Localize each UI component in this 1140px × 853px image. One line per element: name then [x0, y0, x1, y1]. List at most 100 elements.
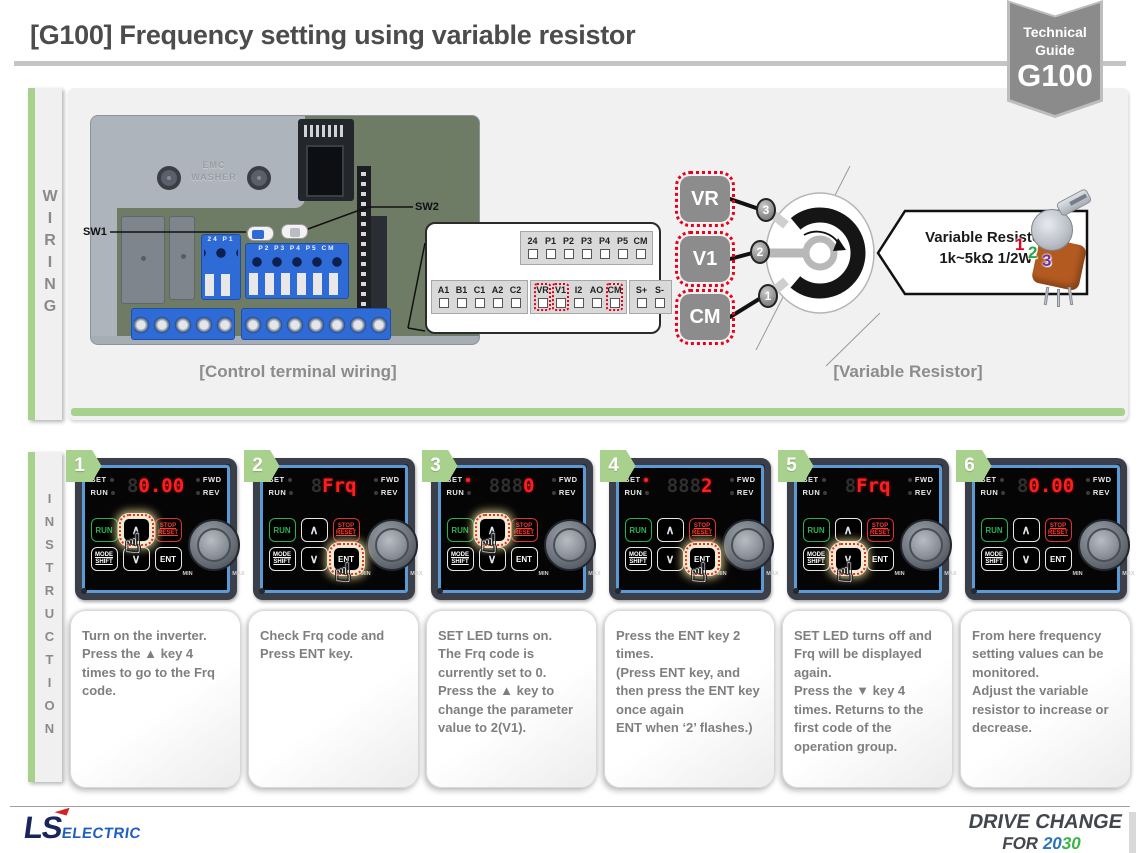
down-key: ∨	[656, 547, 684, 571]
terminal-block-p2-cm: P2 P3 P4 P5 CM	[245, 243, 349, 299]
terminal-v1: V1	[552, 283, 569, 311]
terminal-s-: S-	[651, 283, 668, 311]
set-led	[465, 477, 470, 482]
slogan-line1: DRIVE CHANGE	[966, 811, 1124, 833]
caption-variable-resistor: [Variable Resistor]	[833, 362, 983, 381]
stop-key-line1: STOP	[515, 522, 533, 529]
knob-cap	[908, 528, 943, 562]
sw1-slider	[252, 230, 264, 239]
keypad-display-area: SET RUN 8882 FWD	[619, 468, 761, 497]
terminal-s+: S+	[633, 283, 650, 311]
terminal-label: A1	[437, 285, 450, 295]
board-frame	[91, 116, 117, 344]
instruction-step: 3 SET RUN 8880	[421, 450, 601, 788]
rev-label: REV	[558, 488, 576, 497]
terminal-group-2: S+S-	[629, 280, 672, 314]
rev-label: REV	[914, 488, 932, 497]
knob-min-label: MIN	[360, 571, 371, 577]
terminal-label: V1	[554, 285, 566, 295]
rev-label: REV	[736, 488, 754, 497]
seven-segment-display: 80.00	[1005, 475, 1086, 497]
terminal-square	[563, 248, 574, 259]
keypad-display-area: SET RUN 80.00 FWD	[975, 468, 1117, 497]
stop-key-line2: RESET	[157, 530, 178, 536]
knob-min-label: MIN	[538, 571, 549, 577]
fwd-label: FWD	[558, 475, 578, 484]
keypad-panel: 1 SET RUN 80.00	[65, 450, 245, 600]
rj45-connector	[298, 119, 354, 201]
control-board-photo: EMC WASHER 24 P1 P2 P3 P4 P5 CM	[90, 115, 480, 345]
status-leds: SET RUN	[91, 475, 116, 497]
keypad-face: SET RUN 8Frq FWD	[793, 465, 957, 593]
key-grid: RUN ∧ STOP RESET MODE SHIFT ∨ ENT	[446, 514, 538, 587]
terminal-square	[591, 297, 602, 308]
terminal-square	[581, 248, 592, 259]
up-key: ∧	[474, 514, 510, 546]
seven-segment-display: 8Frq	[827, 475, 908, 497]
run-label: RUN	[446, 488, 465, 497]
terminal-square	[635, 248, 646, 259]
pot-leg	[1057, 289, 1060, 307]
terminal-square	[609, 297, 620, 308]
stop-key-line1: STOP	[871, 522, 889, 529]
mode-key-line1: MODE	[273, 551, 291, 558]
terminal-screws	[248, 254, 346, 270]
hand-pointer-icon: ☝	[480, 527, 498, 560]
fwd-led	[373, 477, 378, 482]
emc-plate	[91, 116, 305, 208]
knob-cap	[730, 528, 765, 562]
status-leds: SET RUN	[625, 475, 650, 497]
set-led	[109, 477, 114, 482]
footer-right-bar	[1129, 812, 1136, 853]
seven-segment-display: 80.00	[115, 475, 196, 497]
down-key: ∨	[478, 547, 506, 571]
terminal-square	[555, 297, 566, 308]
mode-key-line2: SHIFT	[95, 559, 113, 565]
run-led	[289, 490, 294, 495]
frequency-knob: MIN MAX	[539, 519, 601, 577]
fwd-label: FWD	[1092, 475, 1112, 484]
keypad-panel: 6 SET RUN 80.00	[955, 450, 1135, 600]
pot-pin-number: 2	[750, 240, 770, 264]
mode-key-line1: MODE	[451, 551, 469, 558]
display-dim-digits: 8	[310, 475, 323, 497]
pot-pin-number: 3	[756, 198, 776, 222]
pot-pin-label-2: 2	[1028, 243, 1038, 262]
knob-max-label: MAX	[766, 571, 779, 577]
fwd-led	[729, 477, 734, 482]
terminal-square	[636, 297, 647, 308]
mode-key-line2: SHIFT	[629, 559, 647, 565]
run-key: RUN	[980, 518, 1008, 542]
direction-leds: FWD REV	[729, 475, 756, 497]
badge-line2: Guide	[1035, 42, 1075, 58]
terminal-square	[438, 297, 449, 308]
run-led	[645, 490, 650, 495]
keypad-face: SET RUN 80.00 FWD	[971, 465, 1135, 593]
terminal-block-24-p1: 24 P1	[201, 234, 241, 300]
terminal-p3: P3	[578, 234, 595, 262]
fwd-label: FWD	[914, 475, 934, 484]
keypad-display-area: SET RUN 8Frq FWD	[797, 468, 939, 497]
step-description: Check Frq code and Press ENT key.	[248, 610, 419, 788]
keypad-controls: RUN ∧ STOP RESET MODE SHIFT ∨ ENT	[268, 512, 423, 587]
set-label: SET	[802, 475, 819, 484]
terminal-screws	[134, 315, 232, 335]
terminal-square	[527, 248, 538, 259]
knob-max-label: MAX	[410, 571, 423, 577]
technical-guide-badge: Technical Guide G100	[1007, 0, 1103, 118]
run-led	[111, 490, 116, 495]
direction-leds: FWD REV	[195, 475, 222, 497]
run-key: RUN	[624, 518, 652, 542]
stop-reset-key: STOP RESET	[154, 518, 182, 542]
status-leds: SET RUN	[269, 475, 294, 497]
knob-max-label: MAX	[588, 571, 601, 577]
step-description: Press the ENT key 2 times. (Press ENT ke…	[604, 610, 775, 788]
display-dim-digits: 8	[1016, 475, 1029, 497]
hand-pointer-icon: ☝	[334, 556, 352, 589]
ent-key: ENT	[510, 547, 538, 571]
knob-cap	[552, 528, 587, 562]
rev-led	[373, 490, 378, 495]
down-key: ∨	[830, 543, 866, 575]
